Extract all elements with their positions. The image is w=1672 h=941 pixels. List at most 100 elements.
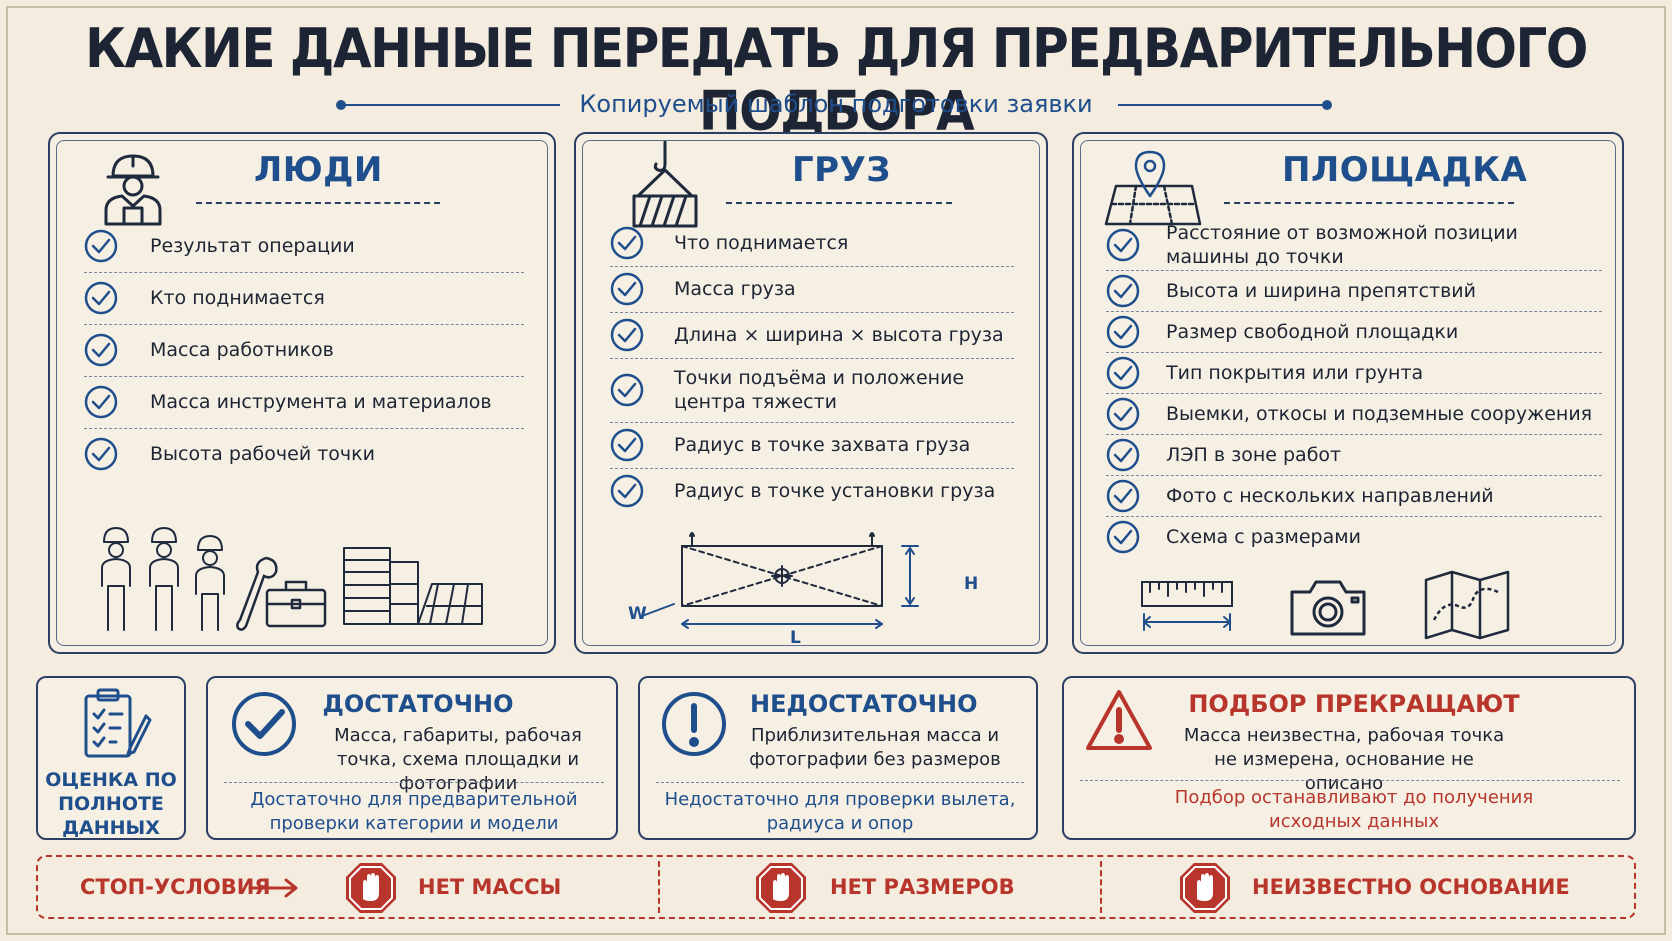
list-divider xyxy=(1106,393,1602,394)
exclamation-circle-icon xyxy=(660,690,728,758)
cargo-item: Радиус в точке установки груза xyxy=(674,468,1014,514)
check-icon xyxy=(84,437,118,471)
page-title: КАКИЕ ДАННЫЕ ПЕРЕДАТЬ ДЛЯ ПРЕДВАРИТЕЛЬНО… xyxy=(85,17,1588,143)
subtitle-line-left xyxy=(340,104,560,106)
workers-group-icon xyxy=(94,524,234,634)
enough-title: ДОСТАТОЧНО xyxy=(322,690,514,718)
dimension-w-label: W xyxy=(628,604,647,624)
people-title: ЛЮДИ xyxy=(254,150,383,190)
list-divider xyxy=(610,266,1014,267)
cargo-item-label: Радиус в точке установки груза xyxy=(674,480,996,502)
cargo-item-label: Длина × ширина × высота груза xyxy=(674,324,1004,346)
people-item-label: Масса инструмента и материалов xyxy=(150,391,492,413)
assessment-label: ОЦЕНКА ПО ПОЛНОТЕ ДАННЫХ xyxy=(45,769,177,839)
check-icon xyxy=(610,272,644,306)
cargo-item: Масса груза xyxy=(674,266,1014,312)
stopped-divider xyxy=(1080,780,1620,781)
cargo-item-label: Точки подъёма и положение центра тяжести xyxy=(674,367,965,413)
list-divider xyxy=(610,312,1014,313)
site-item-label: Расстояние от возможной позиции машины д… xyxy=(1166,222,1518,268)
assessment-card: ОЦЕНКА ПО ПОЛНОТЕ ДАННЫХ xyxy=(36,676,186,840)
check-icon xyxy=(1106,479,1140,513)
cargo-item: Радиус в точке захвата груза xyxy=(674,422,1014,468)
cargo-title-divider xyxy=(726,202,952,204)
stopped-body: Масса неизвестна, рабочая точка не измер… xyxy=(1183,725,1505,794)
stopped-note: Подбор останавливают до получения исходн… xyxy=(1174,787,1534,832)
stopped-title: ПОДБОР ПРЕКРАЩАЮТ xyxy=(1188,690,1520,718)
people-item: Высота рабочей точки xyxy=(150,428,530,480)
check-icon xyxy=(1106,228,1140,262)
check-icon xyxy=(610,226,644,260)
enough-body: Масса, габариты, рабочая точка, схема пл… xyxy=(334,725,582,794)
dimension-l-label: L xyxy=(786,628,805,648)
list-divider xyxy=(1106,270,1602,271)
ruler-icon xyxy=(1140,580,1234,634)
stop-hand-icon xyxy=(754,861,808,915)
enough-divider xyxy=(224,782,604,783)
not-enough-card: НЕДОСТАТОЧНО Приблизительная масса и фот… xyxy=(638,676,1038,840)
folded-map-icon xyxy=(1424,570,1510,640)
site-item-label: Выемки, откосы и подземные сооружения xyxy=(1166,402,1593,425)
people-item: Кто поднимается xyxy=(150,272,530,324)
stop-item-unknown-base: НЕИЗВЕСТНО ОСНОВАНИЕ xyxy=(1252,875,1570,899)
not-enough-divider xyxy=(656,782,1024,783)
warning-triangle-icon xyxy=(1084,688,1154,752)
stop-divider-2 xyxy=(1100,861,1102,913)
subtitle-line-right xyxy=(1118,104,1328,106)
list-divider xyxy=(610,358,1014,359)
check-icon xyxy=(84,229,118,263)
page-subtitle: Копируемый шаблон подготовки заявки xyxy=(579,90,1093,118)
list-divider xyxy=(610,468,1014,469)
stop-hand-icon xyxy=(344,861,398,915)
not-enough-title: НЕДОСТАТОЧНО xyxy=(750,690,978,718)
list-divider xyxy=(610,422,1014,423)
site-item-label: Фото с нескольких направлений xyxy=(1166,484,1494,507)
dimension-h-label: H xyxy=(964,574,979,594)
list-divider xyxy=(84,428,524,429)
check-icon xyxy=(1106,520,1140,554)
site-item-label: Размер свободной площадки xyxy=(1166,320,1459,343)
people-item: Масса инструмента и материалов xyxy=(150,376,530,428)
site-panel: ПЛОЩАДКА Расстояние от возможной позиции… xyxy=(1072,132,1624,654)
check-icon xyxy=(610,428,644,462)
people-item-label: Результат операции xyxy=(150,235,355,257)
subtitle-row: Копируемый шаблон подготовки заявки xyxy=(0,90,1672,120)
site-item: Высота и ширина препятствий xyxy=(1166,270,1606,311)
list-divider xyxy=(1106,311,1602,312)
enough-card: ДОСТАТОЧНО Масса, габариты, рабочая точк… xyxy=(206,676,618,840)
site-item-label: ЛЭП в зоне работ xyxy=(1166,443,1342,466)
check-icon xyxy=(610,318,644,352)
check-icon xyxy=(1106,274,1140,308)
cargo-item-label: Радиус в точке захвата груза xyxy=(674,434,971,456)
stop-conditions-strip: СТОП-УСЛОВИЯ НЕТ МАССЫ НЕТ РАЗМЕРОВ НЕИЗ… xyxy=(36,855,1636,919)
list-divider xyxy=(84,272,524,273)
stopped-card: ПОДБОР ПРЕКРАЩАЮТ Масса неизвестна, рабо… xyxy=(1062,676,1636,840)
cargo-dimensions-diagram xyxy=(622,532,962,644)
materials-stack-icon xyxy=(342,544,484,626)
check-icon xyxy=(84,333,118,367)
cargo-title: ГРУЗ xyxy=(792,150,891,190)
enough-note: Достаточно для предварительной проверки … xyxy=(250,789,578,834)
check-icon xyxy=(84,385,118,419)
list-divider xyxy=(84,324,524,325)
not-enough-body: Приблизительная масса и фотографии без р… xyxy=(749,725,1001,770)
site-item-label: Высота и ширина препятствий xyxy=(1166,279,1476,302)
stop-item-no-mass: НЕТ МАССЫ xyxy=(418,875,562,899)
site-item: Размер свободной площадки xyxy=(1166,311,1606,352)
site-item: Схема с размерами xyxy=(1166,516,1606,557)
people-item: Результат операции xyxy=(150,220,530,272)
arrow-right-icon xyxy=(248,877,300,899)
check-icon xyxy=(1106,315,1140,349)
check-icon xyxy=(84,281,118,315)
check-circle-icon xyxy=(230,690,298,758)
list-divider xyxy=(1106,434,1602,435)
site-item: Выемки, откосы и подземные сооружения xyxy=(1166,393,1606,434)
cargo-item-label: Что поднимается xyxy=(674,232,849,254)
list-divider xyxy=(1106,475,1602,476)
site-item: ЛЭП в зоне работ xyxy=(1166,434,1606,475)
camera-icon xyxy=(1288,576,1368,638)
stop-item-no-dimensions: НЕТ РАЗМЕРОВ xyxy=(830,875,1015,899)
cargo-item-label: Масса груза xyxy=(674,278,796,300)
list-divider xyxy=(1106,352,1602,353)
stop-divider-1 xyxy=(658,861,660,913)
